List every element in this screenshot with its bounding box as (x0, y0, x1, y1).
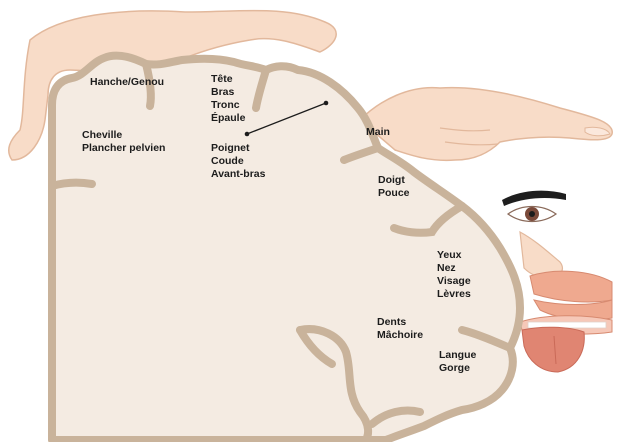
eye-pupil (529, 211, 535, 217)
label-forearm: Avant-bras (211, 168, 265, 181)
label-teeth: Dents (377, 316, 423, 329)
label-face: Visage (437, 275, 471, 288)
eyebrow (502, 191, 566, 206)
pointer-dot-end (324, 101, 329, 106)
label-group-lower: Cheville Plancher pelvien (82, 129, 165, 155)
label-nose: Nez (437, 262, 471, 275)
sulcus-3 (52, 183, 92, 186)
label-wrist: Poignet (211, 142, 265, 155)
label-group-throat: Langue Gorge (439, 349, 476, 375)
label-finger: Doigt (378, 174, 410, 187)
label-thumb: Pouce (378, 187, 410, 200)
label-head: Tête (211, 73, 245, 86)
label-group-mouth: Dents Mâchoire (377, 316, 423, 342)
pointer-dot-start (245, 132, 250, 137)
label-hand: Main (366, 126, 390, 139)
tongue-drawing (522, 327, 584, 372)
label-lips: Lèvres (437, 288, 471, 301)
label-shoulder: Épaule (211, 112, 245, 125)
upper-lip (530, 271, 612, 302)
label-hip-knee: Hanche/Genou (90, 76, 164, 89)
label-pelvic-floor: Plancher pelvien (82, 142, 165, 155)
label-group-face: Yeux Nez Visage Lèvres (437, 249, 471, 301)
label-elbow: Coude (211, 155, 265, 168)
label-arm: Bras (211, 86, 245, 99)
label-throat: Gorge (439, 362, 476, 375)
label-group-upper-body: Tête Bras Tronc Épaule (211, 73, 245, 125)
hand-drawing (360, 88, 612, 161)
label-group-arm: Poignet Coude Avant-bras (211, 142, 265, 181)
label-group-fingers: Doigt Pouce (378, 174, 410, 200)
label-tongue: Langue (439, 349, 476, 362)
label-trunk: Tronc (211, 99, 245, 112)
label-eyes: Yeux (437, 249, 471, 262)
label-ankle: Cheville (82, 129, 165, 142)
label-jaw: Mâchoire (377, 329, 423, 342)
